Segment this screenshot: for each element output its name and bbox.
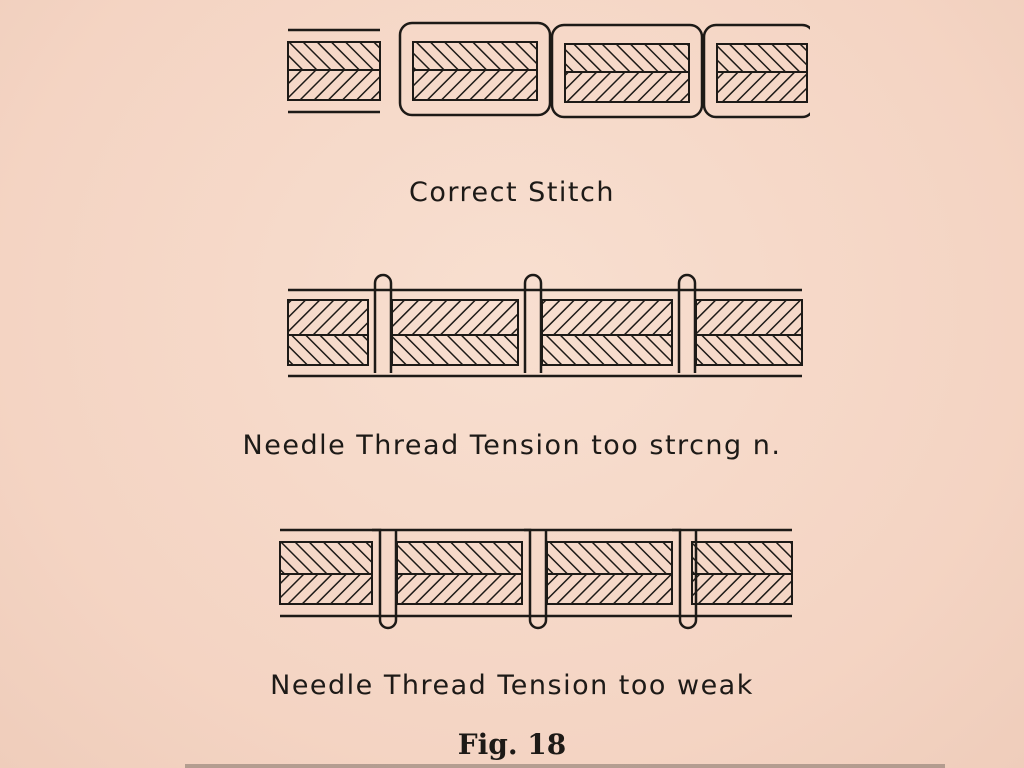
caption-tension-too-weak: Needle Thread Tension too weak	[270, 670, 754, 701]
caption-correct-stitch: Correct Stitch	[409, 177, 615, 208]
figure-label: Fig. 18	[457, 728, 567, 761]
diagram-correct-stitch	[280, 20, 810, 125]
divider	[185, 764, 945, 768]
diagram-tension-too-weak	[272, 520, 802, 640]
diagram-tension-too-strong	[280, 268, 810, 383]
caption-tension-too-strong: Needle Thread Tension too strcng n.	[242, 430, 782, 461]
